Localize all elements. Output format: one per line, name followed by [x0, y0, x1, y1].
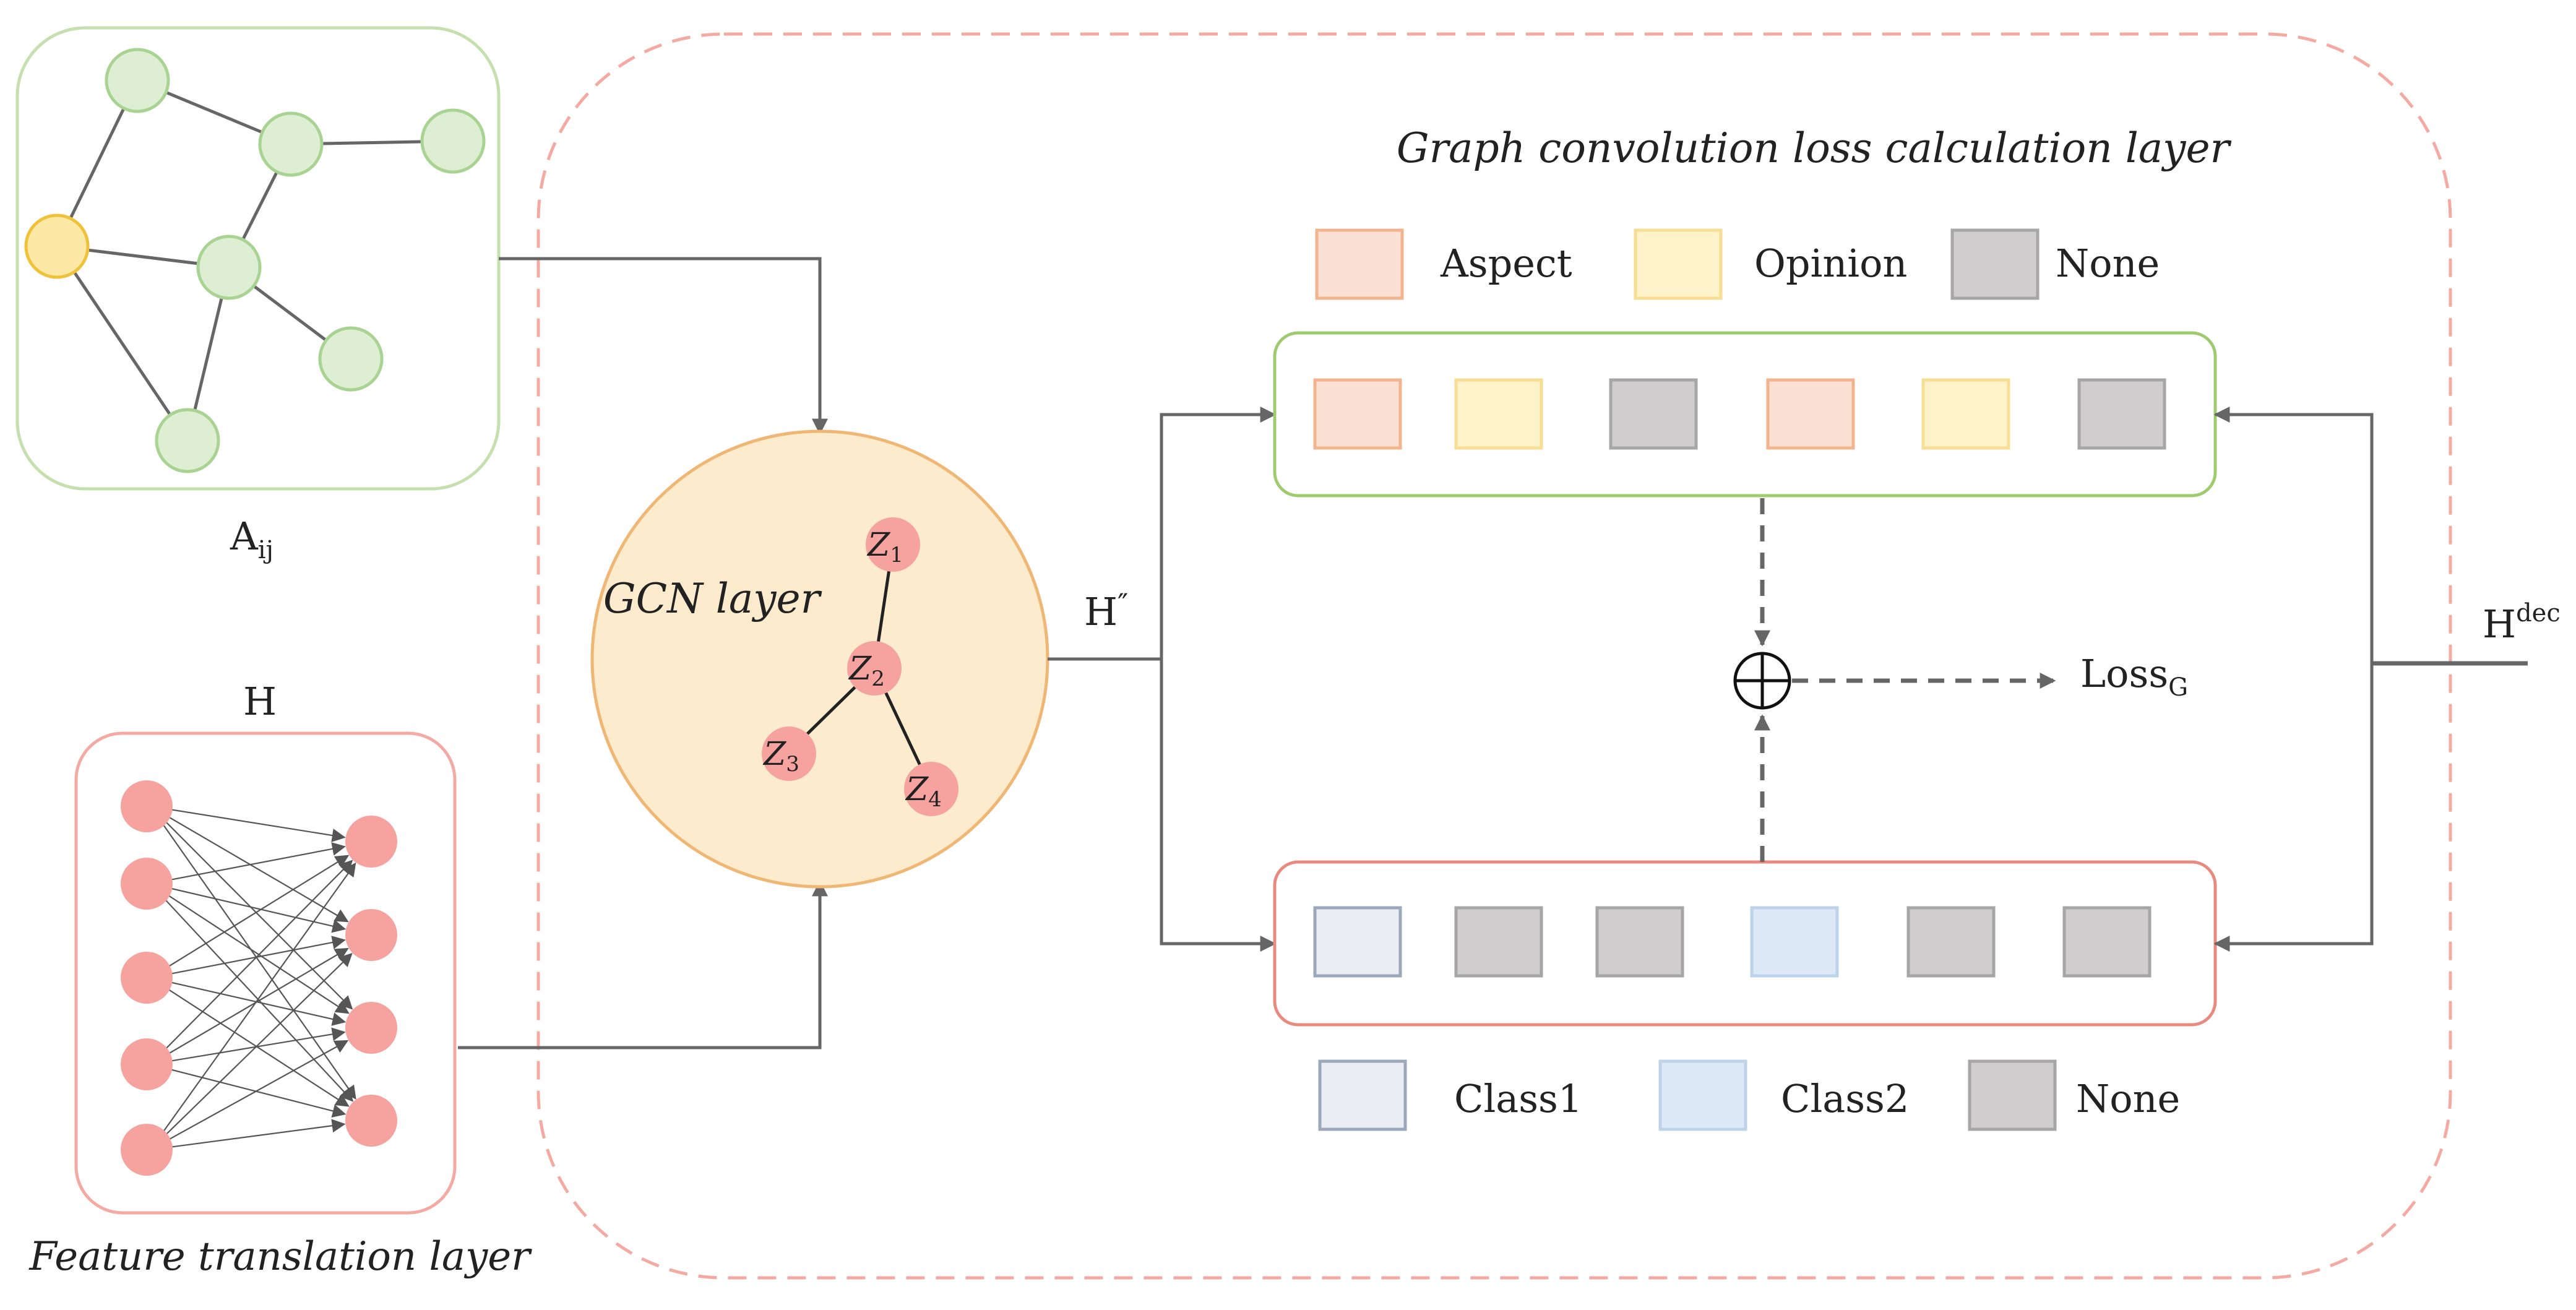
- svg-text:Z3: Z3: [762, 736, 799, 777]
- top-cell-opinion: [1921, 378, 2010, 450]
- graph-node: [155, 408, 220, 473]
- graph-node: [318, 326, 384, 392]
- output-neuron: [345, 1002, 397, 1054]
- decoder-to-bottom-arrow: [2213, 663, 2374, 952]
- loss-layer-title: Graph convolution loss calculation layer: [1397, 124, 2232, 172]
- top-cell-aspect: [1313, 378, 1402, 450]
- gcn-layer: GCN layer Z1 Z2 Z3 Z4: [590, 429, 1049, 889]
- output-to-bottom-arrow: [1160, 659, 1277, 952]
- graph-node-highlighted: [24, 213, 90, 279]
- gcn-node-z1: Z1: [866, 517, 920, 572]
- input-neuron: [121, 952, 173, 1004]
- top-cell-aspect: [1766, 378, 1855, 450]
- adjacency-label: Aij: [230, 514, 274, 564]
- gcn-node-z2: Z2: [847, 641, 902, 696]
- legend-top: Aspect Opinion None: [1315, 228, 2160, 300]
- feature-network-nodes: [121, 780, 397, 1176]
- graph-input: Aij: [15, 26, 501, 564]
- loss-calculation-container: [536, 32, 2452, 1280]
- legend-opinion-label: Opinion: [1754, 241, 1907, 286]
- legend-aspect-swatch: [1315, 228, 1404, 300]
- input-neuron: [121, 780, 173, 832]
- svg-text:Z4: Z4: [905, 771, 942, 812]
- bottom-cell-none: [1595, 906, 1684, 978]
- gcn-layer-circle: [590, 429, 1049, 889]
- input-neuron: [121, 1124, 173, 1176]
- bottom-sequence-cells: [1313, 906, 2152, 978]
- top-sequence-box: [1273, 331, 2217, 498]
- output-neuron: [345, 1095, 397, 1147]
- combine-icon: [1733, 652, 1791, 710]
- bottom-cell-none: [2062, 906, 2152, 978]
- bottom-cell-class1: [1313, 906, 1402, 978]
- top-cell-opinion: [1454, 378, 1543, 450]
- gcn-node-z4: Z4: [904, 762, 958, 816]
- gcn-node-z3: Z3: [762, 726, 816, 781]
- graph-nodes: [24, 48, 486, 473]
- top-cell-none: [1609, 378, 1698, 450]
- graph-node: [196, 235, 262, 300]
- legend-none-swatch-top: [1950, 228, 2040, 300]
- output-neuron: [345, 909, 397, 961]
- graph-node: [258, 111, 324, 177]
- input-neuron: [121, 1038, 173, 1090]
- input-h-label: H: [243, 679, 277, 724]
- legend-class2-label: Class2: [1781, 1076, 1909, 1121]
- gcn-output-label: H″: [1084, 587, 1128, 634]
- legend-opinion-swatch: [1634, 228, 1723, 300]
- feature-translation-title: Feature translation layer: [28, 1234, 532, 1280]
- legend-class2-swatch: [1658, 1059, 1747, 1131]
- legend-none-label-top: None: [2056, 241, 2160, 286]
- bottom-cell-class2: [1750, 906, 1839, 978]
- output-to-top-arrow: [1160, 407, 1277, 659]
- legend-class1-swatch: [1318, 1059, 1407, 1131]
- feature-network-edges: [150, 805, 356, 1151]
- graph-node: [420, 108, 486, 174]
- legend-none-label-bottom: None: [2076, 1076, 2180, 1121]
- svg-text:Z1: Z1: [866, 527, 903, 567]
- legend-aspect-label: Aspect: [1440, 241, 1572, 286]
- bottom-cell-none: [1906, 906, 1996, 978]
- loss-label: LossG: [2080, 651, 2188, 702]
- graph-to-gcn-arrow: [499, 257, 828, 435]
- legend-bottom: Class1 Class2 None: [1318, 1059, 2180, 1131]
- top-cell-none: [2077, 378, 2166, 450]
- decoder-label: Hdec: [2483, 599, 2561, 647]
- input-neuron: [121, 858, 173, 910]
- feature-to-gcn-arrow: [458, 880, 828, 1049]
- bottom-cell-none: [1454, 906, 1543, 978]
- legend-none-swatch-bottom: [1968, 1059, 2057, 1131]
- top-sequence-cells: [1313, 378, 2166, 450]
- decoder-to-top-arrow: [2213, 407, 2374, 663]
- legend-class1-label: Class1: [1454, 1076, 1582, 1121]
- svg-text:Z2: Z2: [848, 650, 885, 691]
- feature-translation: H Feature translation layer: [28, 679, 532, 1280]
- graph-node: [105, 48, 170, 113]
- output-neuron: [345, 816, 397, 868]
- gcn-layer-title: GCN layer: [603, 575, 822, 623]
